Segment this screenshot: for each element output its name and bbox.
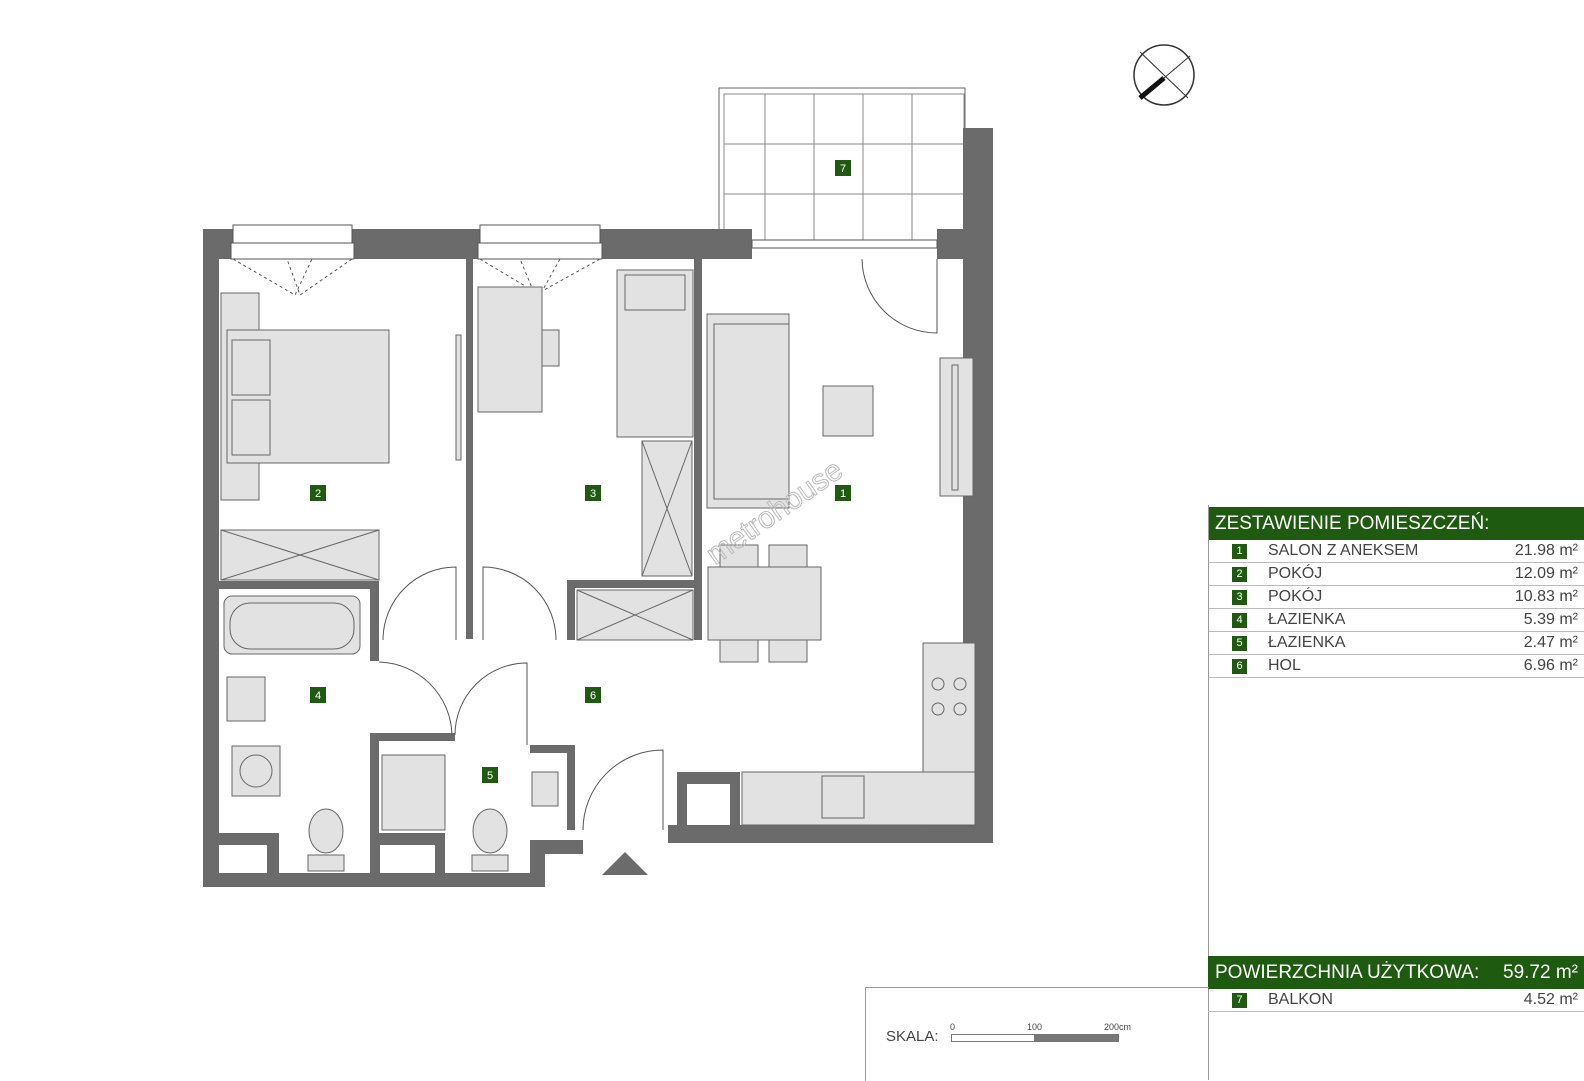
room-number-badge: 3 — [1232, 589, 1247, 605]
table-row: 6 HOL 6.96 m² — [1208, 655, 1584, 678]
scale-tick-200: 200cm — [1104, 1022, 1132, 1032]
table-row-balcony: 7 BALKON 4.52 m² — [1208, 989, 1584, 1012]
room-name: BALKON — [1268, 991, 1333, 1008]
total-area-label: POWIERZCHNIA UŻYTKOWA: — [1215, 962, 1480, 983]
room-label-4: 4 — [310, 687, 326, 703]
scale-label: SKALA: — [886, 1028, 939, 1045]
compass-icon — [1133, 44, 1195, 106]
room-name: ŁAZIENKA — [1268, 611, 1346, 628]
walls — [203, 128, 993, 887]
total-area-header: POWIERZCHNIA UŻYTKOWA: 59.72 m² — [1208, 956, 1584, 989]
room-name: HOL — [1268, 657, 1301, 674]
room-area: 5.39 m² — [1523, 611, 1578, 628]
room-number-badge: 4 — [1232, 612, 1247, 628]
scale-box: SKALA: 0 100 200cm — [865, 987, 1209, 1081]
room-number-badge: 2 — [1232, 566, 1247, 582]
room-number-badge: 5 — [1232, 635, 1247, 651]
furniture — [220, 269, 976, 872]
table-row: 5 ŁAZIENKA 2.47 m² — [1208, 632, 1584, 655]
svg-text:7: 7 — [840, 163, 846, 175]
room-area: 12.09 m² — [1514, 565, 1578, 582]
room-label-2: 2 — [310, 485, 326, 501]
rooms-table-title-text: ZESTAWIENIE POMIESZCZEŃ: — [1215, 513, 1490, 534]
rooms-table: ZESTAWIENIE POMIESZCZEŃ: 1 SALON Z ANEKS… — [1208, 507, 1584, 678]
total-area-section: POWIERZCHNIA UŻYTKOWA: 59.72 m² 7 BALKON… — [1208, 956, 1584, 1012]
room-label-6: 6 — [585, 687, 601, 703]
scale-tick-100: 100 — [1027, 1022, 1043, 1032]
room-label-1: 1 — [835, 485, 851, 501]
room-number-badge: 1 — [1232, 543, 1247, 559]
scale-tick-0: 0 — [950, 1022, 956, 1032]
table-row: 2 POKÓJ 12.09 m² — [1208, 563, 1584, 586]
table-row: 4 ŁAZIENKA 5.39 m² — [1208, 609, 1584, 632]
room-area: 10.83 m² — [1514, 588, 1578, 605]
scale-bar-gray — [1035, 1034, 1119, 1042]
entrance-arrow-icon — [602, 852, 648, 875]
table-divider — [1208, 505, 1209, 1080]
svg-text:3: 3 — [590, 488, 596, 500]
svg-text:4: 4 — [315, 690, 321, 702]
room-number-badge: 7 — [1232, 992, 1247, 1008]
door-swings — [232, 258, 938, 831]
svg-text:5: 5 — [487, 770, 493, 782]
room-area: 2.47 m² — [1523, 634, 1578, 651]
room-label-7: 7 — [835, 160, 851, 176]
room-label-5: 5 — [482, 767, 498, 783]
room-area: 6.96 m² — [1523, 657, 1578, 674]
windows — [230, 224, 938, 260]
svg-text:2: 2 — [315, 488, 321, 500]
svg-text:1: 1 — [840, 488, 846, 500]
room-label-3: 3 — [585, 485, 601, 501]
total-area-value: 59.72 m² — [1503, 962, 1578, 983]
room-name: SALON Z ANEKSEM — [1268, 542, 1419, 559]
room-area: 21.98 m² — [1514, 542, 1578, 559]
room-labels: 1 2 3 4 5 6 7 — [310, 160, 851, 783]
room-name: POKÓJ — [1268, 588, 1323, 605]
table-row: 1 SALON Z ANEKSEM 21.98 m² — [1208, 540, 1584, 563]
svg-text:6: 6 — [590, 690, 596, 702]
table-row: 3 POKÓJ 10.83 m² — [1208, 586, 1584, 609]
room-area: 4.52 m² — [1523, 991, 1578, 1008]
scale-bar-white — [951, 1034, 1035, 1042]
room-name: POKÓJ — [1268, 565, 1323, 582]
rooms-table-title: ZESTAWIENIE POMIESZCZEŃ: — [1208, 507, 1584, 540]
room-number-badge: 6 — [1232, 658, 1247, 674]
room-name: ŁAZIENKA — [1268, 634, 1346, 651]
